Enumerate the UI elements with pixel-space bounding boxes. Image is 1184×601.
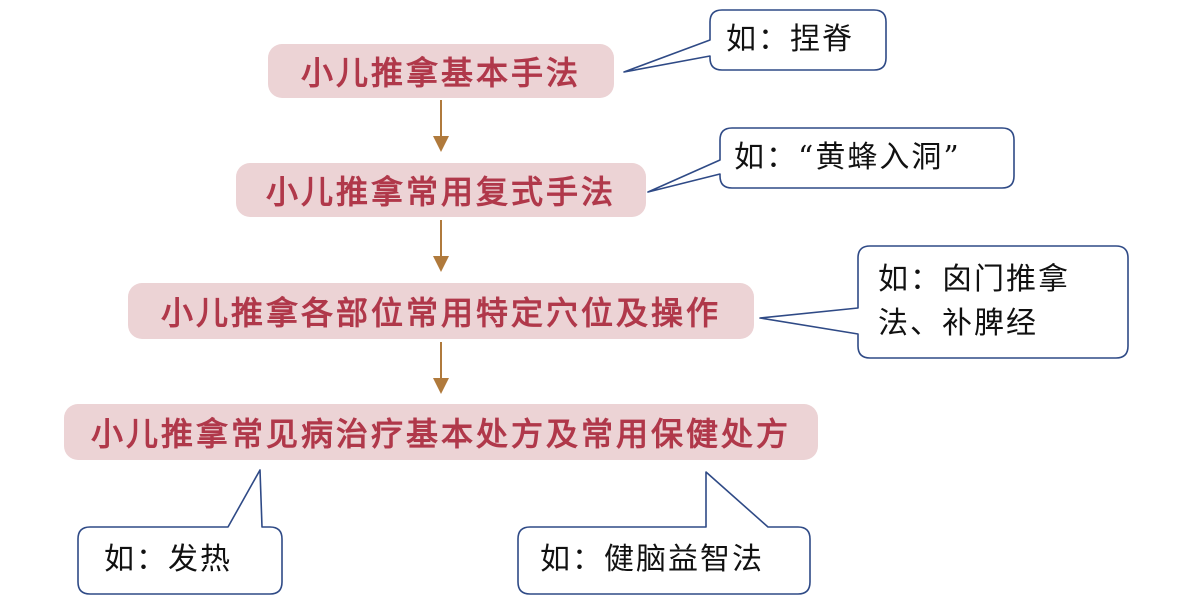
arrowhead-1-2 [433,136,449,152]
step-1-box: 小儿推拿基本手法 [268,44,614,98]
callout-3-line-2: 法、补脾经 [878,306,1038,341]
step-3-label: 小儿推拿各部位常用特定穴位及操作 [160,294,721,332]
callout-5-bubble [517,471,811,595]
callout-2-text: 如：“黄蜂入洞” [734,140,961,175]
callout-4-bubble [77,469,283,595]
callout-3-bubble [759,245,1129,359]
step-3-box: 小儿推拿各部位常用特定穴位及操作 [128,283,754,339]
step-4-label: 小儿推拿常见病治疗基本处方及常用保健处方 [90,415,791,453]
callout-5-text: 如：健脑益智法 [540,542,764,577]
step-4-box: 小儿推拿常见病治疗基本处方及常用保健处方 [64,404,818,460]
arrowhead-2-3 [433,256,449,272]
step-2-box: 小儿推拿常用复式手法 [236,163,646,217]
callout-1-bubble [623,9,887,73]
callout-1-text: 如：捏脊 [726,22,854,57]
callout-4-text: 如：发热 [104,542,232,577]
callout-3-text: 如：囟门推拿 法、补脾经 [878,258,1070,346]
arrowhead-3-4 [433,378,449,394]
callout-3-line-1: 如：囟门推拿 [878,262,1070,297]
step-2-label: 小儿推拿常用复式手法 [265,173,616,211]
step-1-label: 小儿推拿基本手法 [300,54,581,92]
callout-2-bubble [647,127,1015,193]
